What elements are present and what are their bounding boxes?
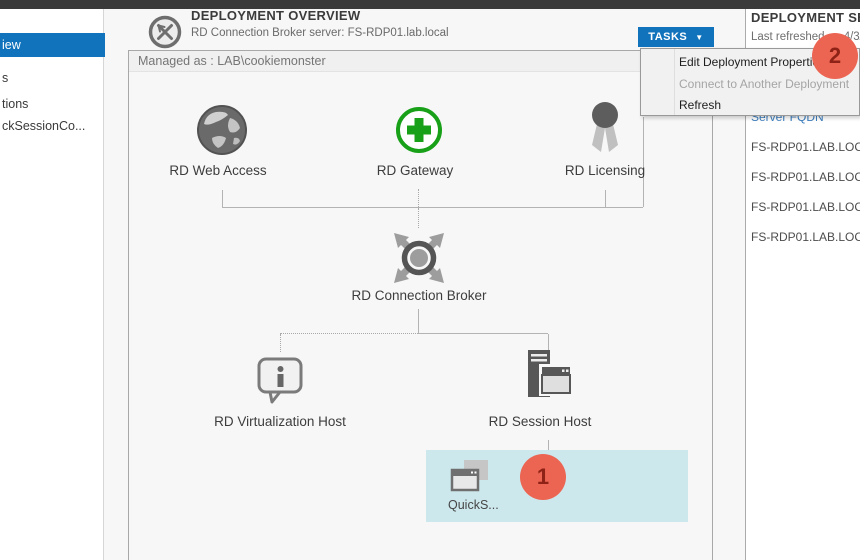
connector-virtualization-dotted <box>280 334 281 352</box>
collection-label: QuickS... <box>448 498 499 512</box>
sidebar-item-label: tions <box>2 97 28 111</box>
connector-right-stub <box>643 117 644 207</box>
sidebar-item-quicksessioncollection[interactable]: ckSessionCo... <box>0 115 105 137</box>
green-plus-icon[interactable] <box>394 105 444 155</box>
node-label-broker[interactable]: RD Connection Broker <box>351 288 486 303</box>
sidebar-item-overview[interactable]: iew <box>0 33 105 57</box>
connector-licensing <box>605 190 606 207</box>
windows-stack-icon <box>450 460 490 496</box>
connector-webaccess <box>222 190 223 207</box>
sidebar-item-label: iew <box>2 38 21 52</box>
connector-bottom-left-dotted <box>280 333 418 334</box>
connector-gateway-dotted <box>418 189 419 207</box>
page-title: DEPLOYMENT OVERVIEW <box>191 8 360 23</box>
connector-broker-down <box>418 309 419 333</box>
sidebar-item-servers[interactable]: s <box>0 67 105 89</box>
sidebar: iew s tions ckSessionCo... <box>0 9 104 560</box>
server-row[interactable]: FS-RDP01.LAB.LOCAL <box>751 140 860 154</box>
menu-item-refresh[interactable]: Refresh <box>641 94 859 116</box>
node-label-session-host[interactable]: RD Session Host <box>489 414 592 429</box>
node-label-licensing[interactable]: RD Licensing <box>565 163 645 178</box>
session-host-icon[interactable] <box>519 350 575 402</box>
sidebar-item-label: ckSessionCo... <box>2 119 85 133</box>
window-top-strip <box>0 0 860 9</box>
node-label-web-access[interactable]: RD Web Access <box>169 163 266 178</box>
servers-panel-title: DEPLOYMENT SERVERS <box>751 10 860 25</box>
connector-collection <box>548 440 549 450</box>
tasks-button[interactable]: TASKS ▼ <box>638 27 714 47</box>
connector-to-broker-dotted <box>418 208 419 228</box>
step-badge-2: 2 <box>812 33 858 79</box>
sidebar-item-label: s <box>2 71 8 85</box>
server-row[interactable]: FS-RDP01.LAB.LOCAL <box>751 230 860 244</box>
chevron-down-icon: ▼ <box>695 33 703 42</box>
page-subtitle: RD Connection Broker server: FS-RDP01.la… <box>191 27 449 39</box>
step-badge-1: 1 <box>520 454 566 500</box>
node-label-virtualization[interactable]: RD Virtualization Host <box>214 414 346 429</box>
rds-deployment-icon <box>147 14 183 50</box>
node-label-gateway[interactable]: RD Gateway <box>377 163 454 178</box>
info-bubble-icon[interactable] <box>255 356 305 404</box>
managed-as-bar: Managed as : LAB\cookiemonster <box>129 51 712 72</box>
server-row[interactable]: FS-RDP01.LAB.LOCAL <box>751 170 860 184</box>
server-row[interactable]: FS-RDP01.LAB.LOCAL <box>751 200 860 214</box>
award-ribbon-icon[interactable] <box>584 100 626 158</box>
broker-arrows-icon[interactable] <box>391 230 447 286</box>
connector-bottom-right <box>418 333 548 334</box>
tasks-button-label: TASKS <box>648 31 687 43</box>
globe-icon[interactable] <box>196 104 248 156</box>
sidebar-item-collections[interactable]: tions <box>0 93 105 115</box>
connector-top-horizontal <box>222 207 643 208</box>
connector-sessionhost <box>548 334 549 350</box>
